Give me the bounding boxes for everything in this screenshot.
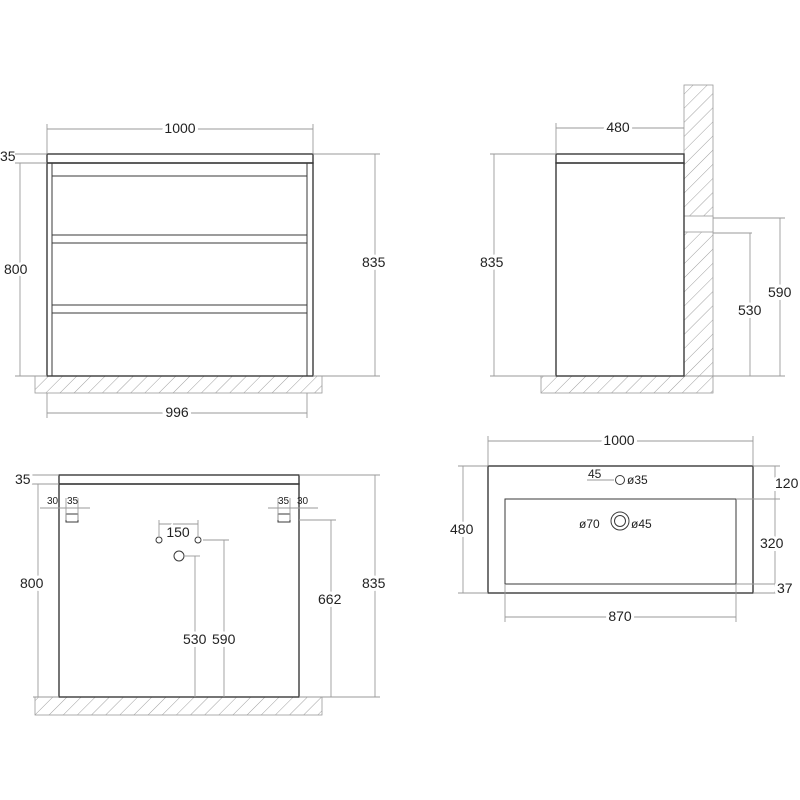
dim-top-width: 1000	[487, 429, 754, 466]
dim-front-total-height: 835	[313, 153, 389, 377]
front-floor-hatch	[34, 375, 323, 394]
rear-mount-hole-left	[155, 536, 163, 544]
dim-label-top-tap-hole: ø35	[627, 473, 648, 487]
dim-label-rear-hole-spacing: 150	[166, 524, 190, 540]
dim-rear-hole-spacing: 150	[158, 520, 199, 543]
dim-label-top-back-offset: 120	[775, 475, 799, 491]
dim-label-front-total-height: 835	[362, 254, 386, 270]
dim-label-top-bowl-width: 870	[608, 608, 632, 624]
side-view: 480 835 590 530	[477, 84, 795, 394]
dim-rear-total-height: 835	[299, 474, 389, 698]
dim-label-rear-offset-left-b: 35	[67, 496, 79, 507]
top-basin-bowl	[504, 498, 737, 585]
dim-front-width: 1000	[46, 117, 314, 154]
top-drain-inner	[614, 515, 626, 527]
rear-view: 35 30 35 35 30 150 530	[12, 468, 389, 716]
dim-rear-body-height: 800	[17, 484, 59, 698]
dim-side-total-height: 835	[477, 153, 556, 377]
dim-label-top-depth: 480	[450, 521, 474, 537]
side-cabinet-body	[555, 162, 685, 377]
front-view: 1000 35 800 835 996	[0, 117, 389, 423]
dim-label-rear-offset-left-a: 30	[47, 496, 59, 507]
dim-label-top-width: 1000	[603, 432, 634, 448]
dim-label-front-top-thickness: 35	[0, 148, 16, 164]
dim-side-height-590: 590	[713, 217, 795, 377]
rear-floor-hatch	[34, 696, 323, 716]
front-cabinet-body	[46, 162, 314, 377]
dim-rear-height-590: 590	[203, 539, 239, 697]
dim-label-top-bowl-depth: 320	[760, 535, 784, 551]
dim-side-depth: 480	[555, 116, 684, 154]
side-floor-hatch	[540, 375, 714, 394]
rear-mount-hole-right	[194, 536, 202, 544]
dim-rear-top-thickness: 35	[12, 468, 59, 490]
front-drawer-bottom	[51, 312, 308, 377]
dim-top-depth: 480	[447, 465, 488, 594]
dim-label-rear-body-height: 800	[20, 575, 44, 591]
dim-front-base-width: 996	[46, 393, 308, 423]
dim-label-side-height-530: 530	[738, 302, 762, 318]
side-pipe-opening	[683, 215, 714, 233]
dim-label-front-width: 1000	[164, 120, 195, 136]
top-tap-hole	[615, 475, 625, 485]
side-countertop	[555, 153, 685, 164]
dim-label-rear-top-thickness: 35	[15, 471, 31, 487]
dim-label-top-offset-45: 45	[588, 467, 602, 481]
dim-top-right-offsets: 120 320 37	[736, 465, 800, 599]
rear-right-bracket	[277, 513, 291, 523]
dim-label-side-height-590: 590	[768, 284, 792, 300]
dim-label-rear-height-590: 590	[212, 631, 236, 647]
dim-label-rear-offset-right-b: 30	[297, 496, 309, 507]
dim-front-top-thickness: 35	[0, 148, 47, 164]
dim-label-rear-height-530: 530	[183, 631, 207, 647]
dim-label-front-base-width: 996	[165, 404, 189, 420]
dim-label-top-front-offset: 37	[777, 580, 793, 596]
dim-label-top-drain-outer: ø70	[579, 517, 600, 531]
dim-rear-left-offsets: 30 35	[40, 496, 90, 520]
rear-countertop	[58, 474, 300, 485]
dim-rear-height-530: 530	[180, 555, 210, 697]
dim-top-tap-offset: 45 ø35	[587, 467, 648, 487]
dim-rear-height-662: 662	[299, 519, 345, 697]
front-drawer-middle	[51, 242, 308, 306]
rear-left-bracket	[65, 513, 79, 523]
dim-label-rear-total-height: 835	[362, 575, 386, 591]
dim-label-top-drain-inner: ø45	[631, 517, 652, 531]
front-drawer-top	[51, 175, 308, 236]
dim-label-rear-height-662: 662	[318, 591, 342, 607]
dim-side-height-530: 530	[713, 232, 765, 376]
top-view: 1000 480 45 ø35 ø70 ø45 120 320 37	[447, 429, 800, 627]
dim-label-side-total-height: 835	[480, 254, 504, 270]
rear-drain-hole	[173, 550, 185, 562]
rear-cabinet-body	[58, 483, 300, 698]
dim-rear-right-offsets: 35 30	[268, 496, 318, 520]
top-countertop-outline	[487, 465, 754, 594]
front-countertop	[46, 153, 314, 164]
dim-top-drain: ø70 ø45	[579, 517, 652, 531]
dim-label-front-body-height: 800	[4, 261, 28, 277]
dim-front-body-height: 800	[1, 163, 47, 377]
top-drain-outer	[610, 511, 630, 531]
dim-top-bowl-width: 870	[504, 584, 737, 627]
dim-label-side-depth: 480	[606, 119, 630, 135]
dim-label-rear-offset-right-a: 35	[278, 496, 290, 507]
